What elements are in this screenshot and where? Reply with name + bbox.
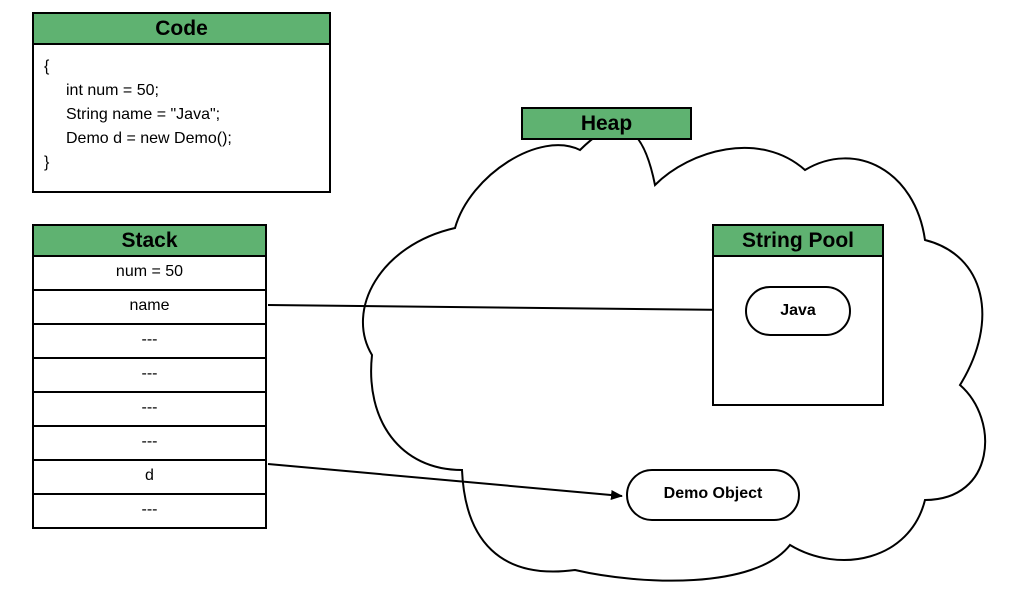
demo-object-label-box: Demo Object: [627, 470, 799, 520]
string-pool-title: String Pool: [742, 229, 854, 252]
string-pool-header: String Pool: [712, 224, 884, 257]
demo-object-pill: [626, 469, 800, 521]
stack-cell-d: d: [32, 461, 267, 495]
stack-cell-empty: ---: [32, 325, 267, 359]
code-line-num: int num = 50;: [66, 82, 159, 99]
code-header: Code: [32, 12, 331, 45]
stack-title: Stack: [121, 229, 178, 252]
demo-object-label: Demo Object: [663, 485, 763, 502]
heap-header: Heap: [521, 107, 692, 140]
stack-cell-num: num = 50: [32, 257, 267, 291]
stack-cells: num = 50 name --- --- --- --- d ---: [32, 257, 267, 529]
stack-header: Stack: [32, 224, 267, 257]
java-pill: Java: [745, 286, 851, 336]
stack-cell-empty: ---: [32, 359, 267, 393]
heap-title: Heap: [580, 112, 633, 135]
java-label: Java: [780, 302, 816, 319]
code-line-demo: Demo d = new Demo();: [66, 130, 232, 147]
stack-cell-name: name: [32, 291, 267, 325]
code-line-close-brace: }: [44, 154, 50, 171]
code-line-open-brace: {: [44, 58, 50, 75]
code-body: { int num = 50; String name = "Java"; De…: [32, 45, 331, 193]
stack-cell-empty: ---: [32, 495, 267, 529]
arrow-d-to-demo-object: [267, 463, 623, 500]
stack-cell-empty: ---: [32, 393, 267, 427]
stack-cell-empty: ---: [32, 427, 267, 461]
code-line-name: String name = "Java";: [66, 106, 221, 123]
code-title: Code: [155, 17, 208, 40]
arrow-name-to-java: [267, 304, 735, 315]
